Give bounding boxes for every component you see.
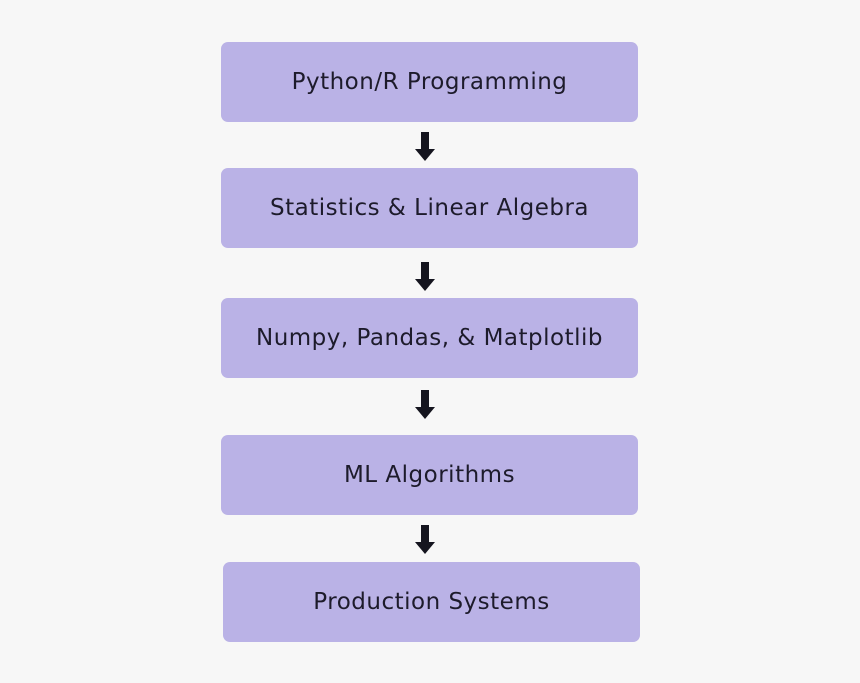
step-production-systems: Production Systems [223, 562, 640, 642]
arrow-down-icon [414, 262, 436, 292]
arrow-down-icon [414, 132, 436, 162]
arrow-down-icon [414, 390, 436, 420]
arrow-down-icon [414, 525, 436, 555]
step-label: Numpy, Pandas, & Matplotlib [256, 325, 603, 351]
step-statistics-linear-algebra: Statistics & Linear Algebra [221, 168, 638, 248]
step-label: Production Systems [313, 589, 550, 615]
step-python-r-programming: Python/R Programming [221, 42, 638, 122]
step-label: Python/R Programming [291, 69, 568, 95]
step-label: ML Algorithms [343, 462, 516, 488]
step-label: Statistics & Linear Algebra [269, 195, 589, 221]
step-ml-algorithms: ML Algorithms [221, 435, 638, 515]
step-numpy-pandas-matplotlib: Numpy, Pandas, & Matplotlib [221, 298, 638, 378]
